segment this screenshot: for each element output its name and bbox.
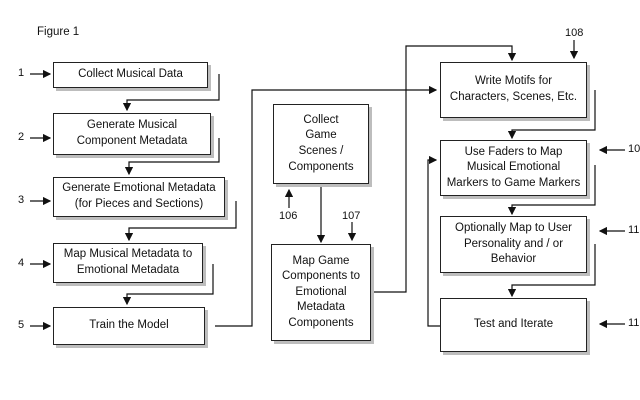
flow-train-to-motifs bbox=[215, 85, 438, 327]
ref-106: 106 bbox=[279, 210, 298, 222]
step-number-1: 1 bbox=[18, 67, 25, 79]
ref-user-personality: 11 bbox=[628, 224, 640, 236]
box-map-musical-to-emotional-label: Map Musical Metadata to Emotional Metada… bbox=[63, 248, 193, 276]
box-train-the-model-label: Train the Model bbox=[89, 319, 169, 332]
box-collect-musical-data-label: Collect Musical Data bbox=[78, 68, 183, 81]
flow-3-4 bbox=[124, 201, 237, 242]
flow-1-2 bbox=[122, 74, 220, 112]
box-collect-game-scenes: Collect Game Scenes / Components bbox=[273, 104, 369, 184]
box-generate-emotional-metadata-label: Generate Emotional Metadata (for Pieces … bbox=[62, 182, 216, 210]
box-use-faders-label: Use Faders to Map Musical Emotional Mark… bbox=[446, 145, 581, 189]
box-map-musical-to-emotional: Map Musical Metadata to Emotional Metada… bbox=[53, 243, 203, 283]
step-number-3: 3 bbox=[18, 194, 25, 206]
box-generate-musical-metadata: Generate Musical Component Metadata bbox=[53, 113, 211, 155]
box-generate-emotional-metadata: Generate Emotional Metadata (for Pieces … bbox=[53, 177, 225, 217]
flow-iterate-loop bbox=[427, 155, 440, 327]
flow-map-to-motifs bbox=[372, 45, 517, 293]
box-map-user-personality-label: Optionally Map to User Personality and /… bbox=[455, 222, 572, 266]
box-map-game-components: Map Game Components to Emotional Metadat… bbox=[271, 244, 371, 341]
box-map-user-personality: Optionally Map to User Personality and /… bbox=[440, 216, 587, 273]
flow-motifs-to-faders bbox=[507, 90, 596, 140]
box-write-motifs-label: Write Motifs for Characters, Scenes, Etc… bbox=[449, 75, 578, 103]
flow-2-3 bbox=[124, 138, 220, 176]
flow-4-5 bbox=[122, 264, 214, 306]
box-test-and-iterate: Test and Iterate bbox=[440, 298, 587, 352]
ref-107: 107 bbox=[342, 210, 361, 222]
box-map-game-components-label: Map Game Components to Emotional Metadat… bbox=[282, 254, 360, 329]
flow-user-to-test bbox=[507, 244, 596, 298]
flow-faders-to-user bbox=[507, 165, 596, 216]
box-collect-game-scenes-label: Collect Game Scenes / Components bbox=[288, 113, 354, 173]
step-number-2: 2 bbox=[18, 131, 25, 143]
box-generate-musical-metadata-label: Generate Musical Component Metadata bbox=[76, 119, 188, 147]
box-collect-musical-data: Collect Musical Data bbox=[53, 62, 208, 88]
box-use-faders: Use Faders to Map Musical Emotional Mark… bbox=[440, 140, 587, 196]
ref-test-iterate: 11 bbox=[628, 317, 640, 329]
figure-title: Figure 1 bbox=[37, 26, 80, 38]
ref-108: 108 bbox=[565, 27, 584, 39]
step-number-4: 4 bbox=[18, 257, 25, 269]
box-write-motifs: Write Motifs for Characters, Scenes, Etc… bbox=[440, 62, 587, 118]
box-train-the-model: Train the Model bbox=[53, 307, 205, 345]
box-test-and-iterate-label: Test and Iterate bbox=[473, 318, 554, 331]
step-number-5: 5 bbox=[18, 319, 25, 331]
ref-faders: 10 bbox=[628, 143, 640, 155]
